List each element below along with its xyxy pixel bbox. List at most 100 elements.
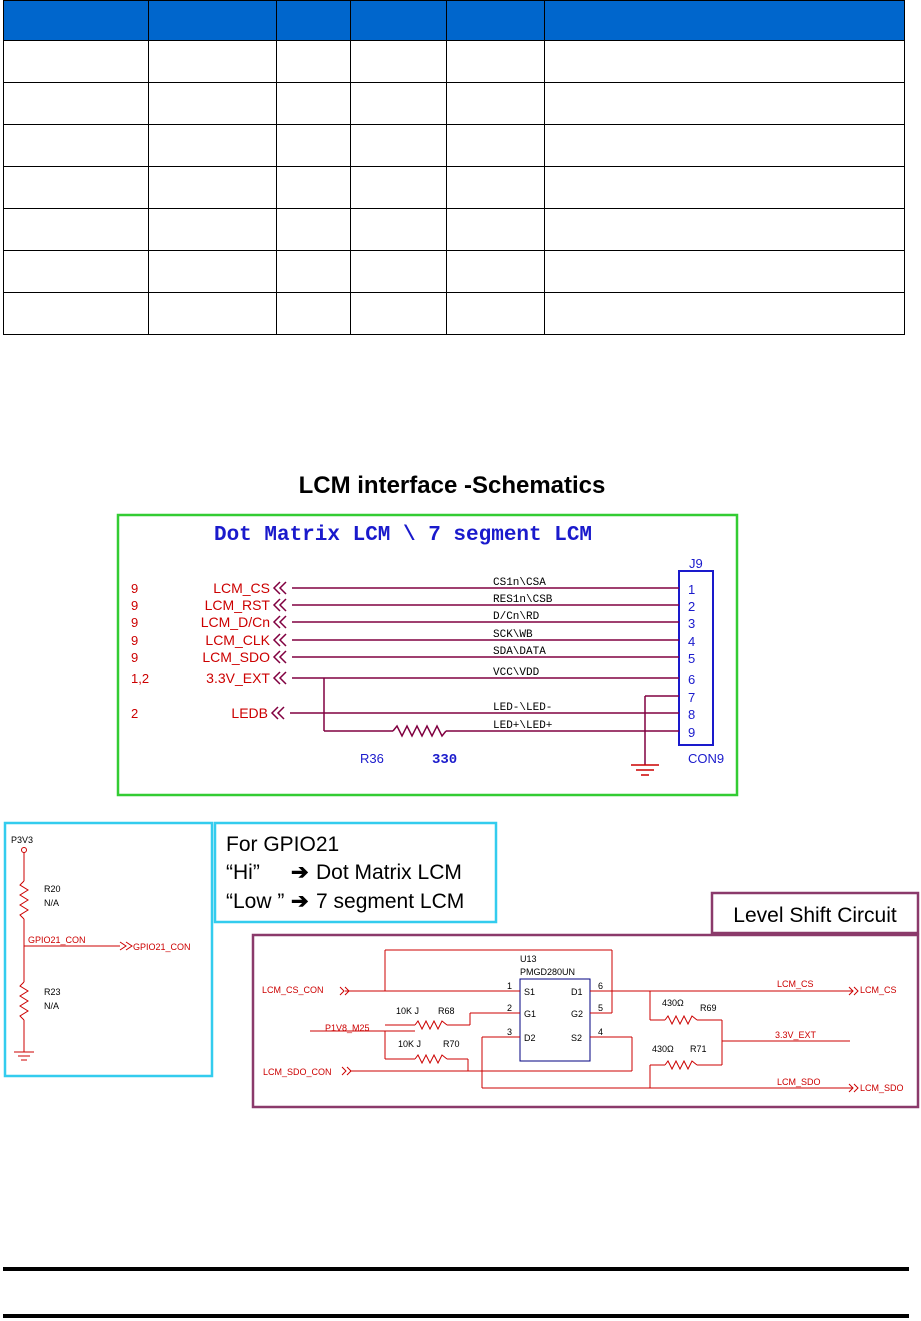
footer-rule-top [3, 1267, 909, 1271]
table-cell [446, 124, 545, 167]
arrow-icon: ➔ [291, 861, 309, 884]
arrow-icon: ➔ [291, 890, 309, 913]
net-label-lcm-sdo: LCM_SDO [777, 1077, 821, 1087]
table-cell [544, 292, 905, 335]
table-row [3, 82, 905, 125]
net-label-ledb: LEDB [231, 705, 268, 721]
table-cell [148, 82, 277, 125]
pin-label: RES1n\CSB [493, 594, 553, 606]
pin-number: 8 [688, 707, 695, 722]
table-header-row [3, 0, 905, 41]
table-cell [148, 208, 277, 251]
table-cell [446, 166, 545, 209]
schematic-title: LCM interface -Schematics [299, 472, 606, 499]
table-cell [350, 250, 447, 293]
pin-number: 7 [688, 690, 695, 705]
pin-label: VCC\VDD [493, 667, 540, 679]
table-cell [276, 208, 351, 251]
ic-pin-number: 6 [598, 981, 603, 991]
ic-pin-name: G2 [571, 1009, 583, 1019]
ic-pin-name: D1 [571, 987, 583, 997]
table-cell [350, 82, 447, 125]
page-ref: 9 [131, 581, 138, 596]
pin-label: LED+\LED+ [493, 720, 552, 732]
table-cell [276, 40, 351, 83]
page-ref: 1,2 [131, 671, 149, 686]
pin-number: 5 [688, 651, 695, 666]
note-line-3-value: 7 segment LCM [316, 890, 464, 913]
note-box [213, 821, 498, 924]
net-label-gpio21: GPIO21_CON [28, 935, 86, 945]
power-pin [21, 847, 27, 853]
note-line-3-key: “Low ” [226, 890, 284, 913]
net-label: 3.3V_EXT [206, 670, 270, 686]
port-chevron [273, 633, 287, 647]
table-cell [350, 124, 447, 167]
ic-pin-number: 2 [507, 1003, 512, 1013]
ground-symbol [631, 764, 659, 776]
note-line-2-key: “Hi” [226, 861, 260, 884]
resistor-value: 430Ω [652, 1044, 674, 1054]
footer-rule-bottom [3, 1314, 909, 1318]
table-cell [446, 250, 545, 293]
pin-number: 6 [688, 672, 695, 687]
table-cell [350, 40, 447, 83]
table-cell [276, 166, 351, 209]
resistor-ref: R23 [44, 987, 61, 997]
page-ref: 9 [131, 650, 138, 665]
table-row [3, 40, 905, 83]
resistor-ref: R68 [438, 1006, 455, 1016]
ic-pin-number: 1 [507, 981, 512, 991]
table-cell [544, 124, 905, 167]
resistor-value: N/A [44, 1001, 59, 1011]
table-cell [3, 292, 149, 335]
table-cell [3, 166, 149, 209]
pin-label: SCK\WB [493, 629, 533, 641]
connector-ref: J9 [689, 556, 703, 571]
table-cell [276, 250, 351, 293]
table-cell [446, 40, 545, 83]
pin-label: CS1n\CSA [493, 577, 546, 589]
pin-table [3, 0, 905, 335]
table-cell [276, 292, 351, 335]
table-cell [544, 40, 905, 83]
page-ref: 9 [131, 633, 138, 648]
resistor-value: 430Ω [662, 998, 684, 1008]
table-cell [3, 124, 149, 167]
port-chevron [273, 598, 287, 612]
pin-number: 2 [688, 599, 695, 614]
note-line-1: For GPIO21 [226, 833, 339, 856]
resistor-value: 10K J [396, 1006, 419, 1016]
lcm-box [116, 513, 739, 797]
table-cell [544, 208, 905, 251]
ic-ref: U13 [520, 954, 537, 964]
table-row [3, 292, 905, 335]
port-chevron [273, 581, 287, 595]
resistor-ref: R20 [44, 884, 61, 894]
net-label: LCM_SDO [202, 649, 270, 665]
level-shift-title-box [710, 891, 920, 935]
net-label-lcm-cs-con: LCM_CS_CON [262, 985, 324, 995]
pin-number: 4 [688, 634, 695, 649]
resistor-ref: R71 [690, 1044, 707, 1054]
table-header-cell [446, 0, 545, 41]
table-row [3, 166, 905, 209]
port-chevron [273, 650, 287, 664]
table-cell [350, 166, 447, 209]
lcm-schematic: LCM interface -Schematics Dot Matrix LCM… [3, 472, 920, 1109]
net-label-3v3-ext: 3.3V_EXT [775, 1030, 817, 1040]
page-ref: 9 [131, 598, 138, 613]
table-header-cell [276, 0, 351, 41]
port-arrow [119, 941, 133, 951]
net-label-lcm-sdo-con: LCM_SDO_CON [263, 1067, 332, 1077]
ic-u13 [519, 978, 591, 1062]
table-cell [148, 250, 277, 293]
table-cell [446, 208, 545, 251]
pin-label: D/Cn\RD [493, 611, 540, 623]
level-shift-box [251, 933, 920, 1109]
pin-number: 3 [688, 616, 695, 631]
table-cell [276, 82, 351, 125]
net-label: LCM_D/Cn [201, 614, 270, 630]
table-cell [148, 124, 277, 167]
power-label: P3V3 [11, 835, 33, 845]
